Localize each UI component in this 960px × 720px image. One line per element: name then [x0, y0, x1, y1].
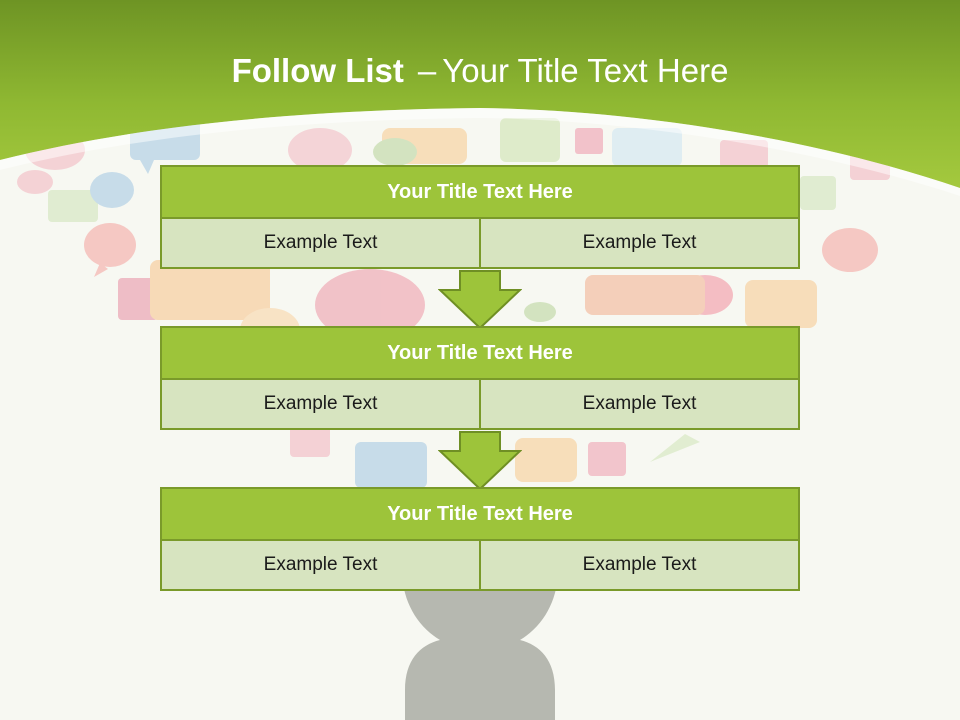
step-block-1: Your Title Text Here Example Text Exampl…	[160, 165, 800, 269]
title-rest: Your Title Text Here	[442, 52, 729, 89]
speech-bubbles-decoration	[17, 118, 890, 488]
step-1-left-cell: Example Text	[160, 219, 481, 269]
title-dash: –	[417, 52, 437, 89]
step-row-3: Example Text Example Text	[160, 541, 800, 591]
step-1-right-cell: Example Text	[481, 219, 800, 269]
header-light-edge	[0, 108, 960, 196]
step-3-right-cell: Example Text	[481, 541, 800, 591]
step-title-2: Your Title Text Here	[160, 326, 800, 380]
step-title-1: Your Title Text Here	[160, 165, 800, 219]
step-3-left-cell: Example Text	[160, 541, 481, 591]
down-arrow-icon	[438, 431, 522, 491]
step-block-2: Your Title Text Here Example Text Exampl…	[160, 326, 800, 430]
down-arrow-icon	[438, 270, 522, 330]
person-silhouette	[402, 570, 558, 720]
slide-title: Follow List–Your Title Text Here	[0, 52, 960, 90]
step-block-3: Your Title Text Here Example Text Exampl…	[160, 487, 800, 591]
step-title-3: Your Title Text Here	[160, 487, 800, 541]
header-band	[0, 0, 960, 188]
step-2-left-cell: Example Text	[160, 380, 481, 430]
step-row-2: Example Text Example Text	[160, 380, 800, 430]
step-2-right-cell: Example Text	[481, 380, 800, 430]
step-row-1: Example Text Example Text	[160, 219, 800, 269]
title-bold: Follow List	[231, 52, 404, 89]
